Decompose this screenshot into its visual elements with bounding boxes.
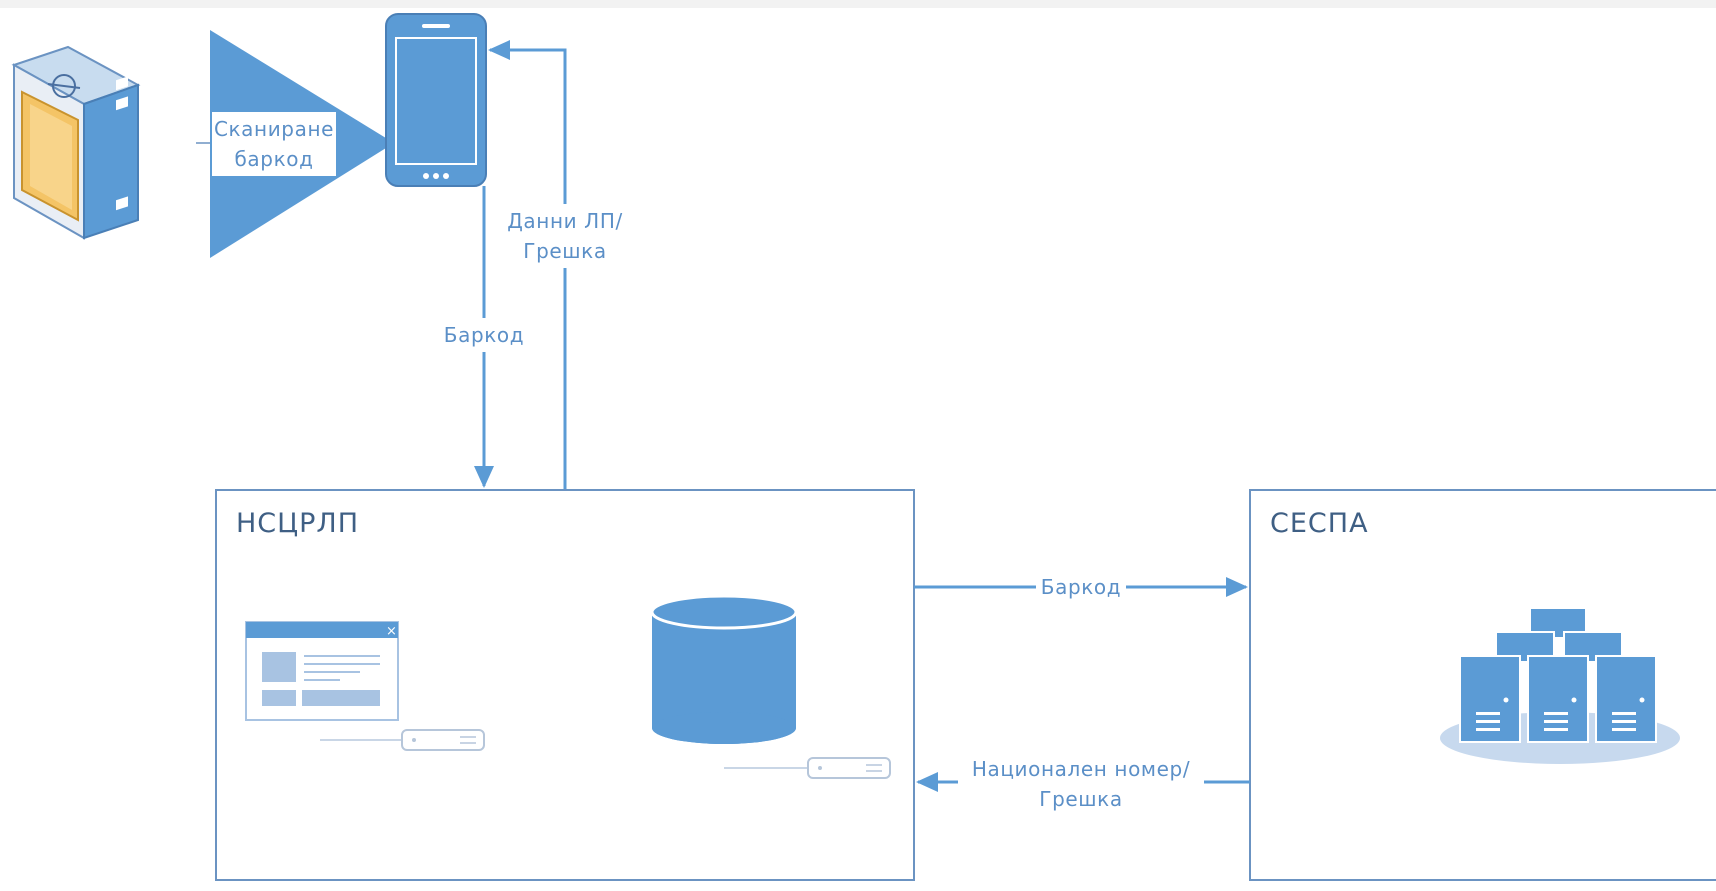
ncrlp-to-phone-label-line1: Данни ЛП/ (507, 209, 623, 233)
scan-label-box (212, 112, 336, 176)
data-label-bg (498, 204, 632, 268)
ncrlp-to-sespa-label: Баркод (1041, 575, 1121, 599)
sespa-to-ncrlp-label-line2: Грешка (1039, 787, 1122, 811)
ncrlp-to-phone-label-line2: Грешка (523, 239, 606, 263)
barcode-label-bg (438, 318, 530, 352)
server-cluster-icon (1440, 607, 1680, 764)
ncrlp-title: НСЦРЛП (236, 508, 359, 539)
connector-icon (320, 729, 485, 751)
scan-shape: Сканиране баркод (210, 30, 394, 258)
smartphone-icon (385, 13, 487, 187)
svg-text:×: × (386, 624, 397, 639)
sespa-container: СЕСПА (1249, 489, 1716, 881)
national-number-label-bg (958, 752, 1204, 816)
ncrlp-to-phone-arrow (488, 40, 567, 490)
ncrlp-container: НСЦРЛП × (215, 489, 915, 881)
barcode-right-label-bg (1036, 572, 1126, 602)
medicine-box-icon (11, 45, 141, 240)
sespa-title: СЕСПА (1270, 508, 1369, 539)
sespa-to-ncrlp-label-line1: Национален номер/ (972, 757, 1190, 781)
top-strip (0, 0, 1716, 8)
connector-icon-2 (724, 757, 891, 779)
scan-label-line1: Сканиране (214, 117, 334, 141)
application-window-icon: × (245, 621, 399, 721)
scan-label-line2: баркод (234, 147, 313, 171)
database-icon (650, 594, 798, 744)
phone-to-ncrlp-label: Баркод (444, 323, 524, 347)
